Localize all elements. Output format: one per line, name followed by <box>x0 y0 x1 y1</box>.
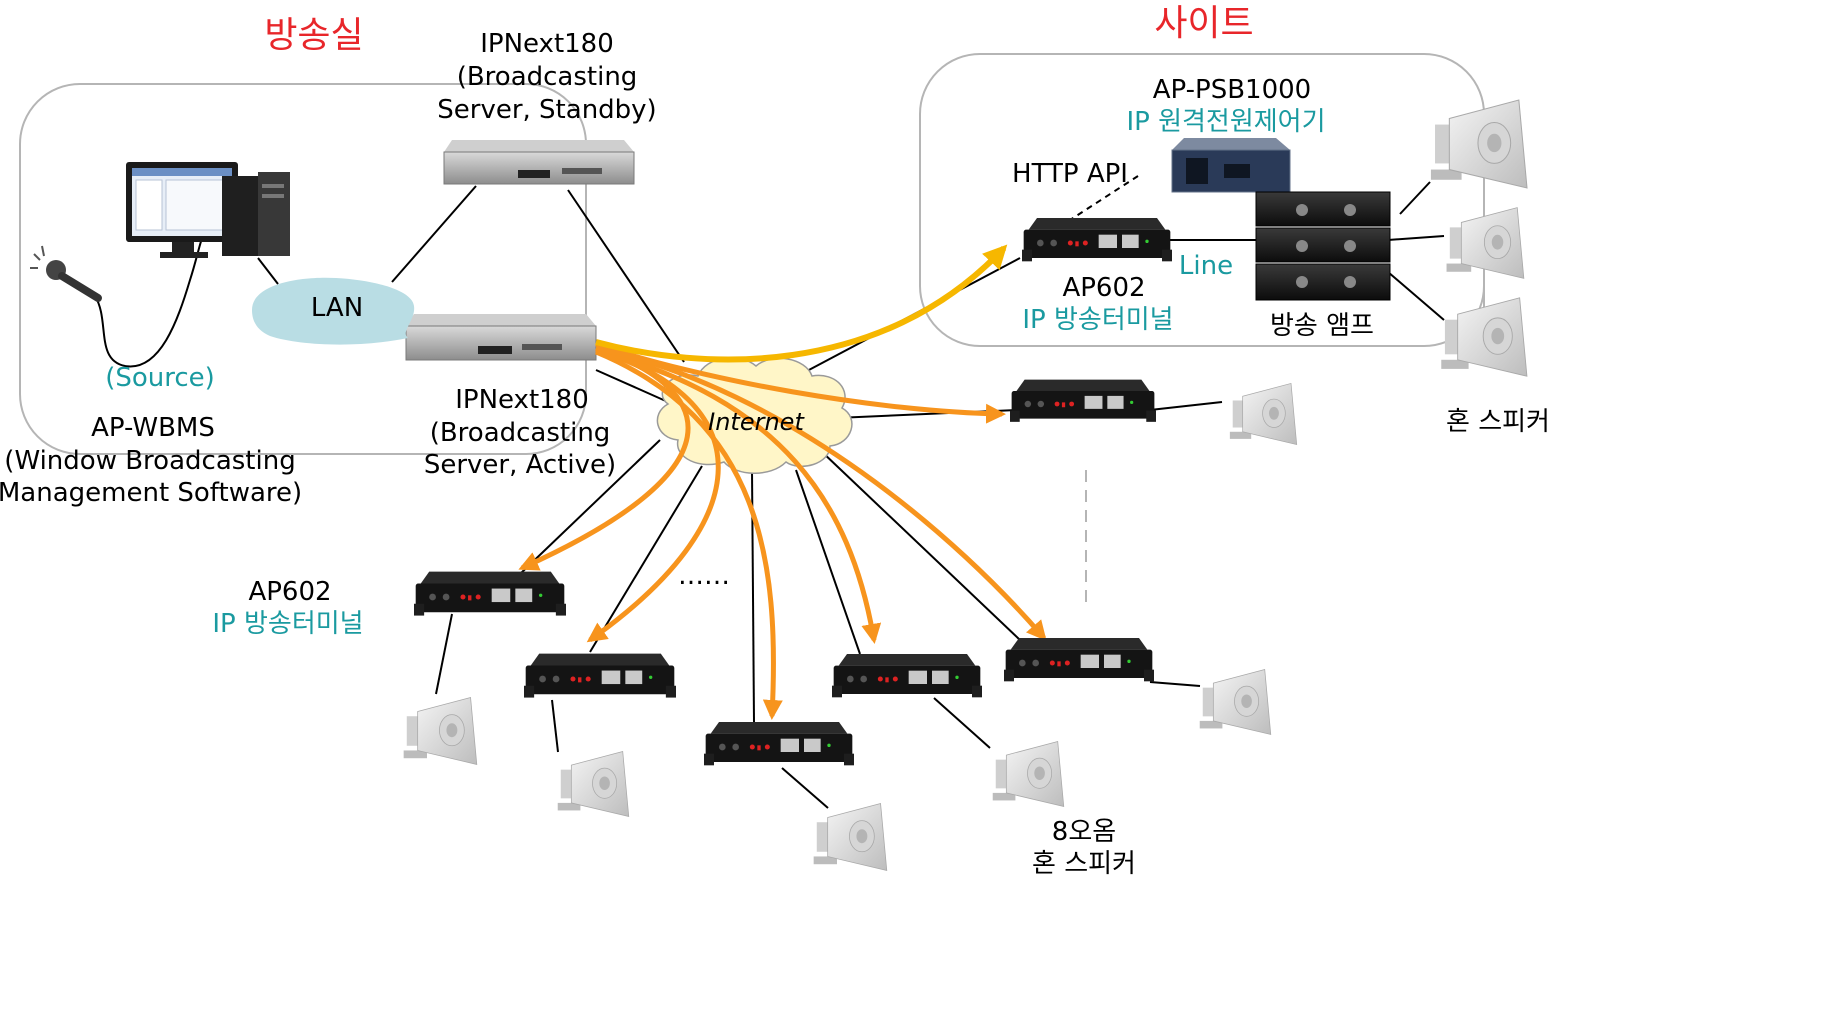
ap602-model: AP602 <box>248 577 331 607</box>
site-title: 사이트 <box>1154 3 1253 44</box>
horn-8ohm-label-2: 혼 스피커 <box>1032 849 1136 879</box>
standby-server-role: (Broadcasting <box>457 62 638 92</box>
broadcast-room-boundary <box>19 83 587 455</box>
power-controller-icon <box>1171 138 1291 193</box>
ap602-terminal <box>1010 379 1156 422</box>
internet-label: Internet <box>708 408 805 436</box>
ap602-site-model: AP602 <box>1062 273 1145 303</box>
standby-server-name: IPNext180 <box>480 29 614 59</box>
horn-speaker-icon <box>1430 99 1528 189</box>
wbms-desc: (Window Broadcasting <box>4 446 295 476</box>
active-server-name: IPNext180 <box>455 385 589 415</box>
active-server <box>405 314 597 361</box>
horn-speaker-icon <box>813 803 888 871</box>
psb-model: AP-PSB1000 <box>1153 75 1311 105</box>
site-horn-speaker-label: 혼 스피커 <box>1446 407 1550 437</box>
ap602-terminal <box>414 571 566 616</box>
lan-label: LAN <box>311 293 363 323</box>
standby-server <box>443 140 635 185</box>
http-api-label: HTTP API <box>1012 159 1128 189</box>
horn-speaker-icon <box>1440 297 1528 377</box>
ap602-site-terminal <box>1022 218 1172 262</box>
horn-speaker-icon <box>992 741 1065 807</box>
ap602-site-desc: IP 방송터미널 <box>1022 305 1173 335</box>
wbms-desc-2: Management Software) <box>0 478 302 508</box>
http-api-link <box>1069 175 1139 221</box>
broadcast-arrows <box>518 341 1047 720</box>
ap602-terminal <box>524 653 676 698</box>
lan-cloud <box>252 277 415 345</box>
standby-server-role-2: Server, Standby) <box>437 95 656 125</box>
active-server-role: (Broadcasting <box>430 418 611 448</box>
ap602-terminal <box>1004 638 1154 682</box>
pc-icon <box>126 162 290 258</box>
broadcast-room-title: 방송실 <box>264 15 363 56</box>
horn-speaker-icon <box>1446 207 1525 279</box>
amplifier-icon <box>1255 191 1391 301</box>
amplifier-label: 방송 앰프 <box>1270 311 1374 341</box>
wbms-name: AP-WBMS <box>91 413 215 443</box>
source-label: (Source) <box>105 363 215 393</box>
horn-speaker-icon <box>403 697 478 765</box>
ellipsis: …… <box>678 561 730 591</box>
ap602-desc: IP 방송터미널 <box>212 609 363 639</box>
horn-speaker-icon <box>1199 669 1272 735</box>
line-label: Line <box>1179 251 1233 281</box>
active-server-role-2: Server, Active) <box>424 450 616 480</box>
ap602-terminal <box>704 722 854 766</box>
site-arrow <box>595 244 1008 363</box>
horn-speaker-icon <box>557 751 630 817</box>
horn-8ohm-label: 8오옴 <box>1052 817 1116 847</box>
ap602-terminal <box>832 654 982 698</box>
psb-desc: IP 원격전원제어기 <box>1126 107 1325 137</box>
horn-speaker-icon <box>1229 383 1298 445</box>
